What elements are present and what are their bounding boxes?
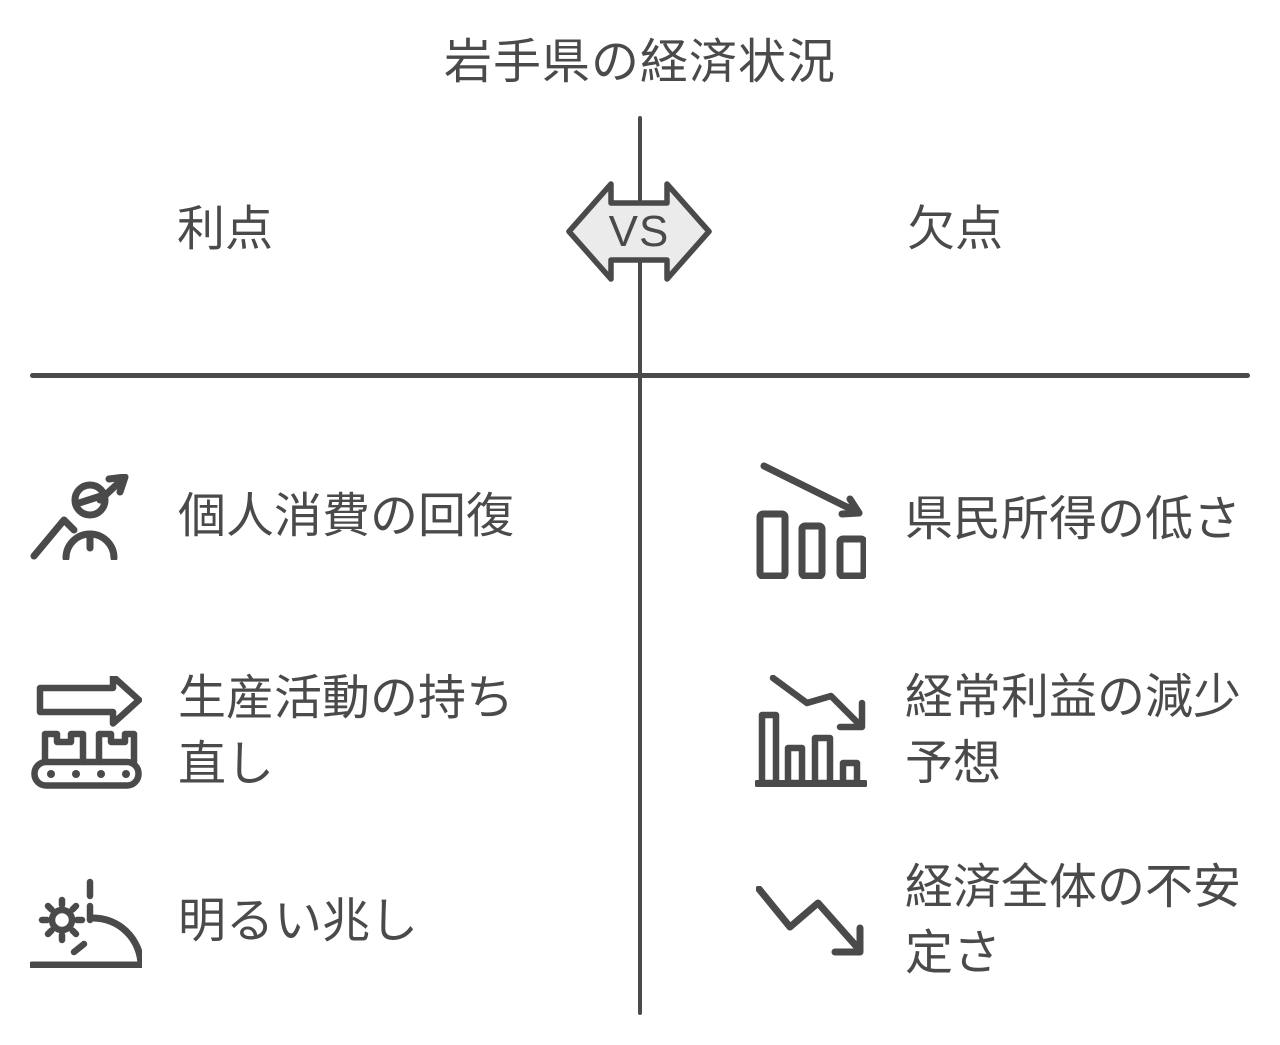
item-label: 経常利益の減少予想 <box>905 671 1242 791</box>
drawback-item: 県民所得の低さ <box>755 462 1241 579</box>
item-label: 生産活動の持ち直し <box>178 672 515 792</box>
benefit-item: 生産活動の持ち直し <box>30 666 553 798</box>
conveyor-belt-icon <box>30 675 142 789</box>
left-column-header: 利点 <box>177 203 274 256</box>
section-divider-horizontal <box>30 373 1250 378</box>
item-label: 個人消費の回復 <box>178 489 515 543</box>
benefit-item: 個人消費の回復 <box>30 474 514 560</box>
page-title: 岩手県の経済状況 <box>443 36 837 89</box>
drawback-item: 経済全体の不安定さ <box>755 855 1280 987</box>
item-label: 県民所得の低さ <box>905 493 1242 547</box>
vs-badge: VS <box>565 170 713 293</box>
person-growth-icon <box>30 474 142 560</box>
center-divider-vertical <box>638 116 642 1015</box>
right-column-header: 欠点 <box>907 203 1004 256</box>
drawback-item: 経常利益の減少予想 <box>755 665 1280 797</box>
item-label: 明るい兆し <box>178 894 419 948</box>
downward-zigzag-arrow-icon <box>755 886 867 956</box>
declining-profit-chart-icon <box>755 675 867 788</box>
benefit-item: 明るい兆し <box>30 876 418 968</box>
double-arrow-icon <box>566 181 712 282</box>
item-label: 経済全体の不安定さ <box>905 861 1242 981</box>
declining-bar-chart-icon <box>755 462 867 579</box>
vs-label: VS <box>608 206 670 256</box>
sunrise-icon <box>30 876 142 968</box>
